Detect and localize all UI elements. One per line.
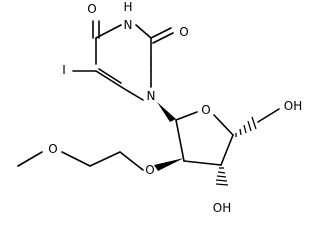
bond-c2-o-a <box>150 27 172 39</box>
bond-o-ch2a <box>119 151 144 171</box>
atom-o-c4: O <box>87 2 96 16</box>
bond-c6-c5-a <box>95 70 124 89</box>
furanose-ring <box>154 102 280 186</box>
bond-o4prime-c4prime <box>213 114 234 136</box>
bond-ch2b-o <box>61 151 91 167</box>
bond-c2-o-b <box>152 32 174 44</box>
atom-oh-c3prime: OH <box>213 201 231 215</box>
atom-o-ring: O <box>201 103 210 117</box>
bond-c5prime-oh <box>257 108 280 123</box>
bond-ch2a-ch2b <box>89 151 121 167</box>
atom-o-c2: O <box>179 25 188 39</box>
atom-n3: N <box>124 18 133 32</box>
bond-c4prime-c3prime <box>220 134 234 166</box>
bond-n3-c2 <box>135 24 152 39</box>
wedge-c2prime-o <box>154 158 184 171</box>
bond-c2prime-c1prime <box>175 119 185 162</box>
bond-o-ch3 <box>17 151 43 167</box>
bond-c4-n3 <box>95 24 122 39</box>
bond-c1prime-o4prime <box>175 111 198 121</box>
chemical-structure: O H N O I N O OH O O OH <box>17 0 302 215</box>
hash-c3prime-oh <box>215 167 229 186</box>
bond-n1-c6 <box>122 87 144 101</box>
atom-o-ether: O <box>145 163 154 177</box>
bond-c6-c5-b <box>98 68 122 84</box>
hash-c4prime-c5prime <box>235 116 257 137</box>
atom-n1: N <box>147 89 156 103</box>
methoxyethoxy-chain <box>17 151 144 171</box>
atom-iodine: I <box>62 63 66 77</box>
atom-oh-c5prime: OH <box>284 99 302 113</box>
bond-c3prime-c2prime <box>183 160 222 166</box>
atom-o-methoxy: O <box>48 142 57 156</box>
pyrimidine-ring <box>72 20 174 101</box>
atom-h-n3: H <box>123 0 132 14</box>
wedge-n1-c1prime <box>157 102 176 122</box>
